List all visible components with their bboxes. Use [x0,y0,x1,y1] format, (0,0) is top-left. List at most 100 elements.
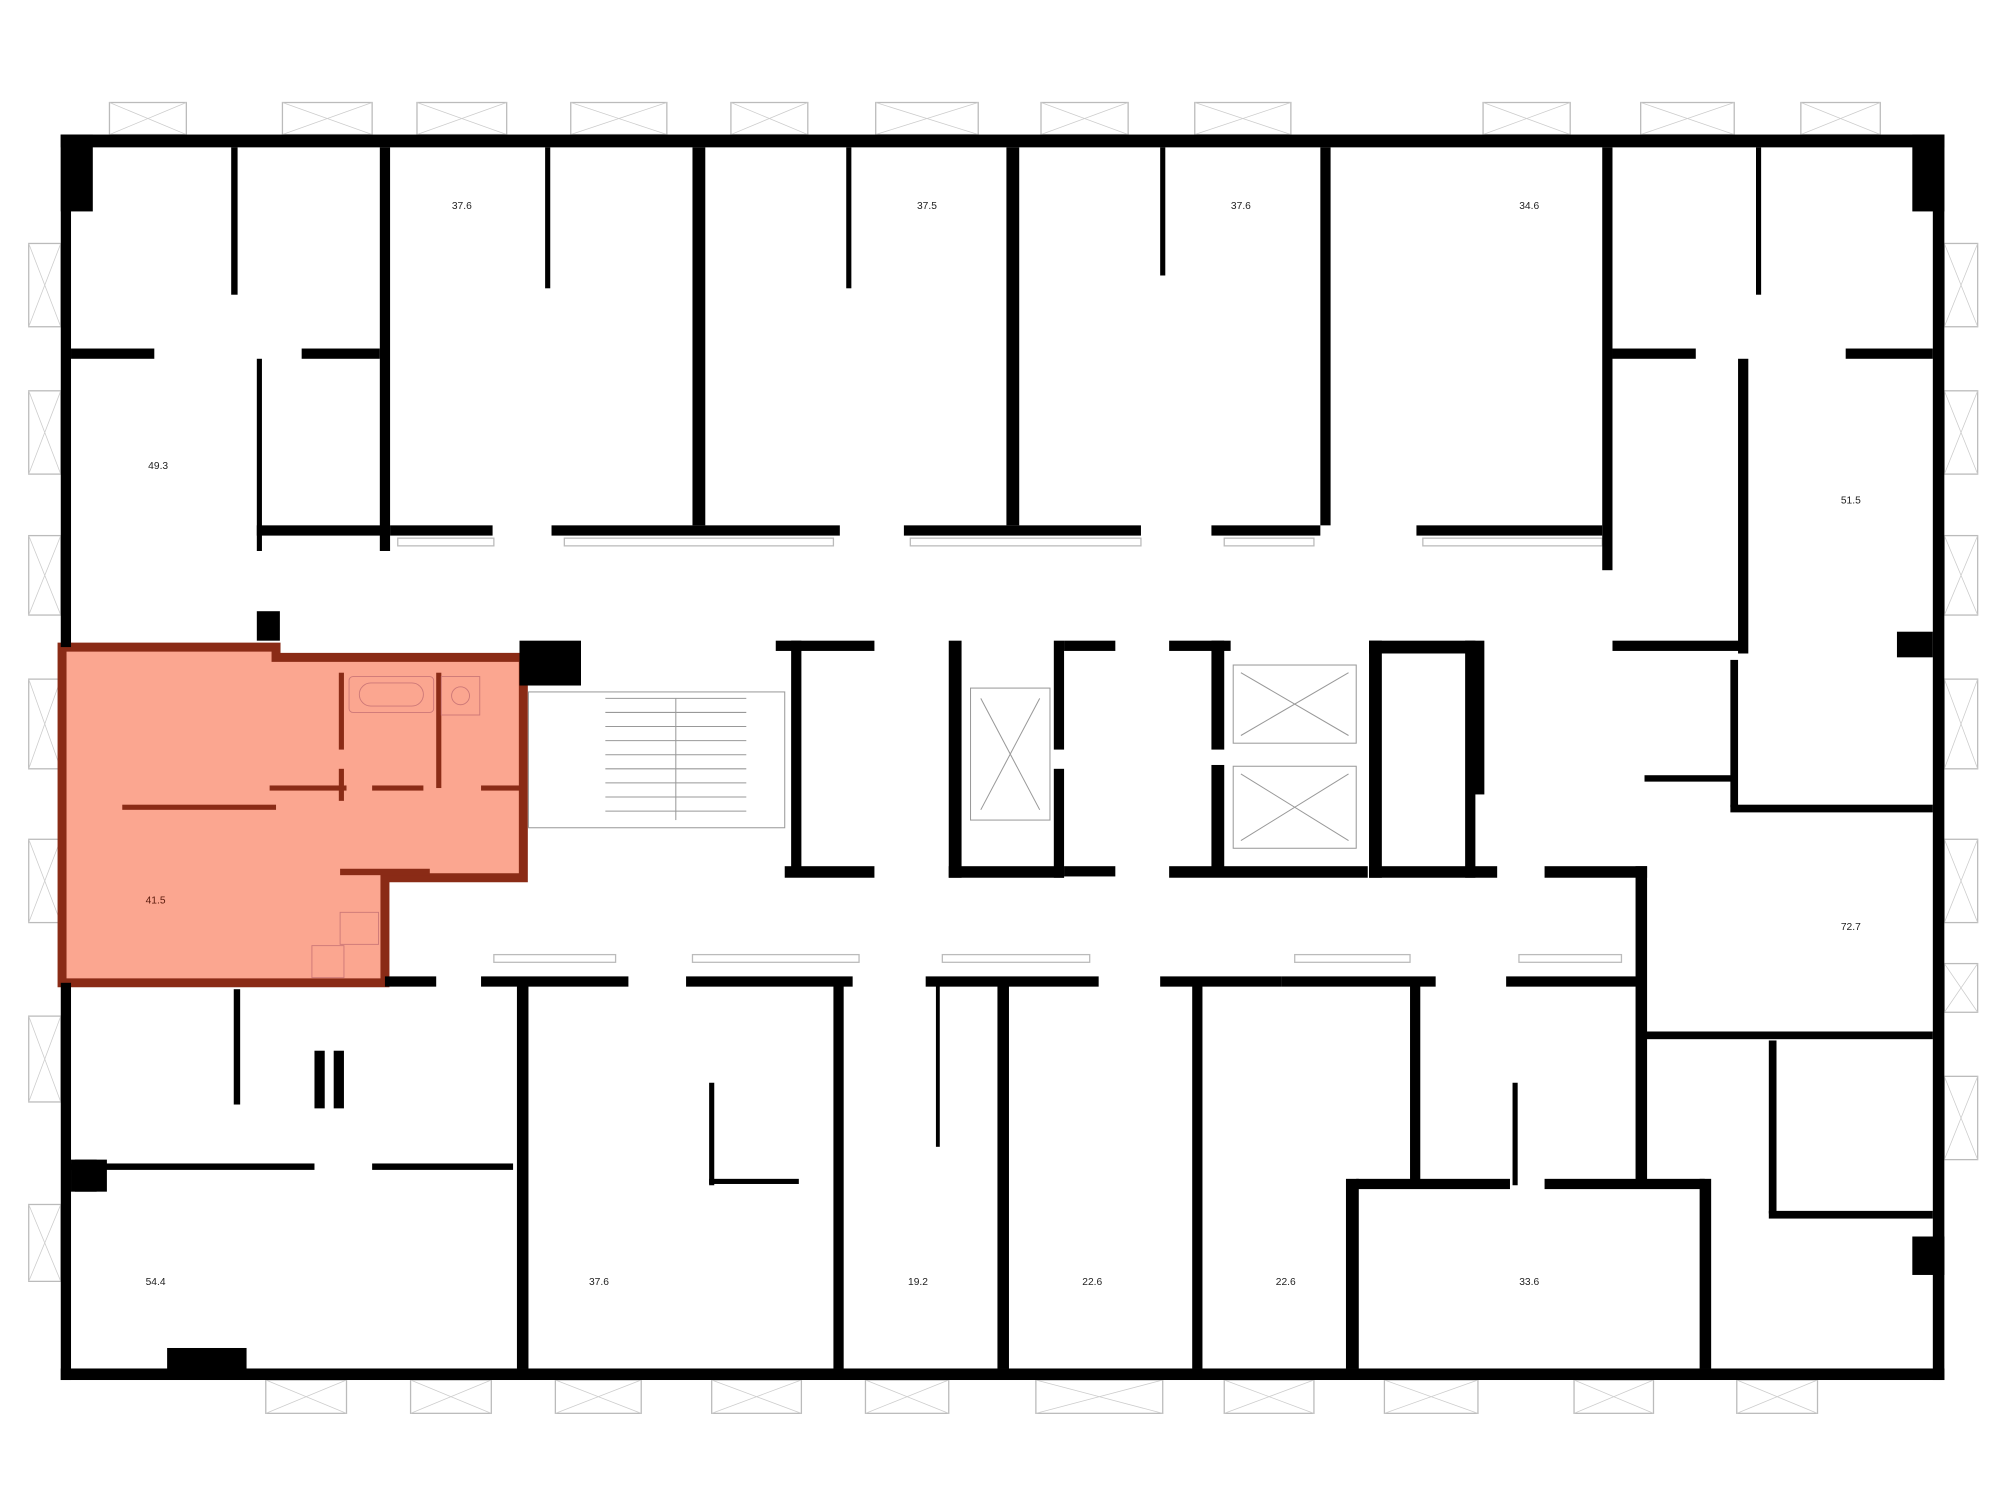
wall [519,640,581,686]
wall [1544,1178,1705,1190]
wall [1932,134,1945,1381]
window-cross [1384,1379,1479,1414]
wall [167,1347,247,1372]
wall [948,640,962,878]
wall [1169,866,1368,878]
wall [1369,640,1382,878]
unit-area-label[interactable]: 22.6 [1276,1277,1296,1288]
wall [301,348,380,359]
wall [60,982,72,1381]
unit-area-label[interactable]: 72.7 [1841,922,1861,933]
wall [256,358,262,551]
wall [903,525,1141,536]
window-cross [1944,243,1979,327]
selected-apartment[interactable] [57,642,528,988]
wall [390,525,493,536]
window-cross [1800,102,1881,135]
wall [1896,631,1933,658]
wall [1635,866,1648,1181]
window-cross [1944,839,1979,923]
wall [333,1050,344,1109]
wall [1169,640,1231,651]
wall [1699,1178,1712,1369]
wall [1006,147,1020,526]
unit-area-label[interactable]: 34.6 [1519,201,1539,212]
window-cross [711,1379,802,1414]
window-cross [109,102,187,135]
wall [1738,358,1749,654]
wall [997,980,1009,1369]
wall [1912,134,1945,212]
window-cross [1736,1379,1818,1414]
wall [1053,640,1065,750]
unit-area-label[interactable]: 37.6 [589,1277,609,1288]
wall [692,147,706,526]
rail [1223,537,1315,547]
wall [516,980,529,1369]
unit-area-label[interactable]: 54.4 [146,1277,166,1288]
wall [256,525,385,536]
wall [1644,1031,1933,1040]
window-cross [1944,1076,1979,1160]
unit-area-label[interactable]: 37.6 [452,201,472,212]
wall [1053,768,1065,878]
wall [948,866,1065,878]
wall [384,976,437,987]
window-cross [28,1015,62,1103]
wall [1211,640,1225,750]
rail [1422,537,1603,547]
wall [481,976,629,987]
rail [563,537,835,547]
window-cross [875,102,979,135]
wall [60,134,72,648]
wall [314,1050,325,1109]
unit-area-label[interactable]: 19.2 [908,1277,928,1288]
wall [833,980,844,1369]
window-cross [1194,102,1291,135]
unit-area-label[interactable]: 49.3 [148,461,168,472]
walls [60,134,1945,1381]
wall [1544,866,1648,878]
unit-area-label[interactable]: 51.5 [1841,496,1861,507]
unit-area-label[interactable]: 41.5 [146,895,166,906]
wall [1602,147,1613,571]
wall [709,1082,715,1186]
window-cross [570,102,667,135]
window-cross [28,1204,62,1282]
window-cross [1040,102,1129,135]
window-cross [1224,1379,1315,1414]
window-cross [265,1379,347,1414]
area-labels: 37.6 37.5 37.6 34.6 49.3 51.5 41.5 72.7 54.4 37.6… [146,201,1861,1288]
window-cross [410,1379,492,1414]
wall [1192,980,1203,1369]
window-cross [1482,102,1571,135]
unit-area-label[interactable]: 22.6 [1082,1277,1102,1288]
windows [28,101,1979,1414]
unit-area-label[interactable]: 37.5 [917,201,937,212]
wall [256,611,280,641]
wall [935,980,940,1147]
wall [1730,804,1933,813]
wall [60,134,1945,148]
stair-core [527,664,1357,849]
selected-apartment-fixtures [311,676,481,979]
wall [372,1163,514,1170]
unit-area-label[interactable]: 33.6 [1519,1277,1539,1288]
unit-area-label[interactable]: 37.6 [1231,201,1251,212]
wall [1768,1210,1933,1219]
rail [397,537,495,547]
wall [1845,348,1933,359]
window-cross [28,678,62,769]
rail [691,953,860,963]
wall [1416,525,1603,536]
window-cross [555,1379,642,1414]
wall [1756,147,1762,295]
wall [1730,659,1739,808]
window-cross [28,839,62,923]
wall [71,348,155,359]
wall [1320,147,1331,526]
wall [545,147,551,289]
wall [1512,1082,1518,1186]
rail [941,953,1091,963]
window-cross [1035,1379,1163,1414]
